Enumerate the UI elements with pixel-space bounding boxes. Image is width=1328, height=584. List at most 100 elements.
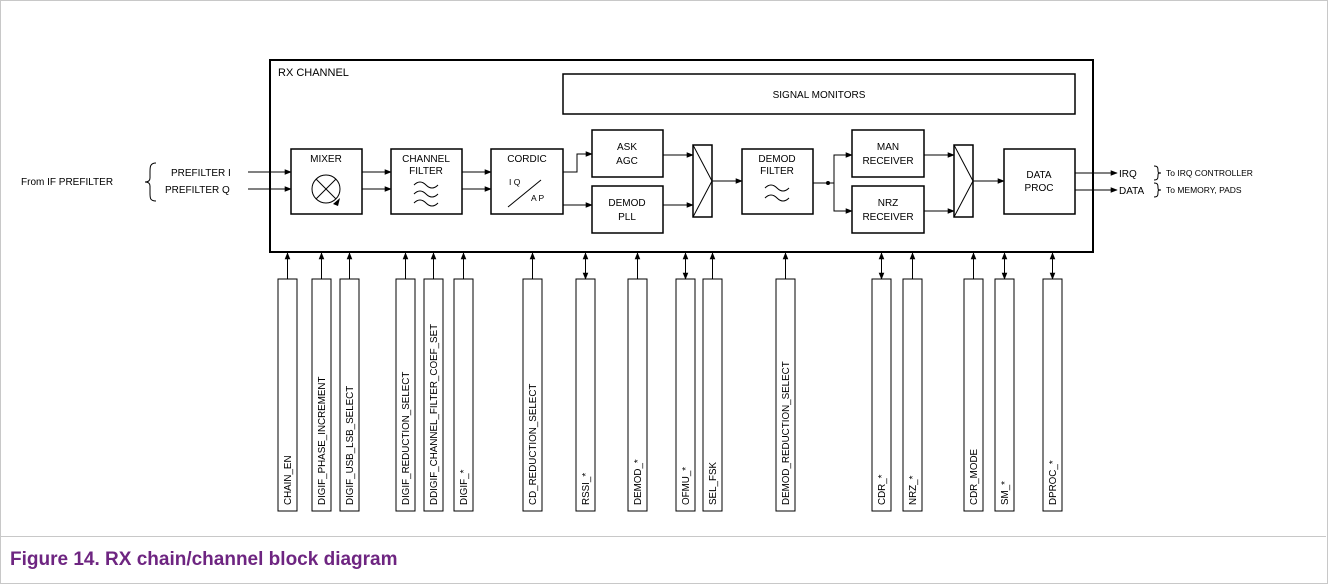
register-cdr: CDR_* [871, 252, 892, 512]
register-digif-usb-lsb-select: DIGIF_USB_LSB_SELECT [339, 252, 360, 512]
arrow-split-man [828, 152, 853, 184]
cordic-iq-label: I Q [509, 177, 521, 187]
register-sel-fsk: SEL_FSK [702, 252, 723, 512]
output-irq-label: IRQ [1119, 169, 1137, 180]
data-proc-block [1003, 148, 1076, 215]
register-label: OFMU_* [681, 467, 692, 505]
channel-filter-label-1: CHANNEL [402, 154, 450, 165]
signal-monitors-block [562, 73, 1076, 115]
register-label: DIGIF_PHASE_INCREMENT [317, 377, 328, 505]
channel-filter-label-2: FILTER [409, 166, 443, 177]
input-prefilter-q: PREFILTER Q [165, 185, 230, 196]
cordic-divider [507, 179, 542, 208]
register-label: DDIGIF_CHANNEL_FILTER_COEF_SET [429, 324, 440, 505]
output-data-destination: To MEMORY, PADS [1166, 185, 1242, 195]
rx-chain-diagram: RX CHANNEL SIGNAL MONITORS From IF PREFI… [21, 59, 1253, 512]
register-label: DIGIF_REDUCTION_SELECT [401, 372, 412, 505]
register-label: SEL_FSK [708, 462, 719, 505]
register-label: CHAIN_EN [283, 455, 294, 505]
mux-2 [953, 144, 974, 218]
demod-pll-block [591, 185, 664, 234]
demod-pll-label-2: PLL [618, 212, 636, 223]
register-box [453, 278, 474, 512]
demod-filter-label-1: DEMOD [758, 154, 795, 165]
register-box [339, 278, 360, 512]
arrow-cordic-agc [563, 151, 593, 173]
arrow-split-nrz [833, 183, 853, 214]
register-box [871, 278, 892, 512]
register-chain-en: CHAIN_EN [277, 252, 298, 512]
mux-1 [692, 144, 713, 218]
register-label: CD_REDUCTION_SELECT [528, 384, 539, 505]
nrz-receiver-block [851, 185, 925, 234]
register-dproc: DPROC_* [1042, 252, 1063, 512]
register-sm: SM_* [994, 252, 1015, 512]
demod-filter-block [741, 148, 814, 215]
register-box [311, 278, 332, 512]
register-box [675, 278, 696, 512]
register-box [522, 278, 543, 512]
filter-symbol-icon [764, 184, 790, 202]
man-receiver-label-1: MAN [877, 142, 899, 153]
register-digif-phase-increment: DIGIF_PHASE_INCREMENT [311, 252, 332, 512]
register-ddigif-channel-filter-coef-set: DDIGIF_CHANNEL_FILTER_COEF_SET [423, 252, 444, 512]
register-cd-reduction-select: CD_REDUCTION_SELECT [522, 252, 543, 512]
demod-filter-label-2: FILTER [760, 166, 794, 177]
output-brace-data [1153, 182, 1162, 198]
register-nrz: NRZ_* [902, 252, 923, 512]
mixer-symbol-icon [311, 174, 341, 206]
register-label: CDR_MODE [969, 448, 980, 505]
register-box [423, 278, 444, 512]
output-data-label: DATA [1119, 186, 1145, 197]
cordic-label: CORDIC [507, 154, 546, 165]
data-proc-label-1: DATA [1026, 170, 1052, 181]
demod-pll-label-1: DEMOD [608, 198, 645, 209]
ask-agc-block [591, 129, 664, 178]
register-box [627, 278, 648, 512]
register-box [902, 278, 923, 512]
ask-agc-label-1: ASK [617, 142, 637, 153]
register-box [775, 278, 796, 512]
register-box [702, 278, 723, 512]
register-rssi: RSSI_* [575, 252, 596, 512]
input-brace [144, 162, 157, 202]
register-label: DEMOD_* [633, 459, 644, 505]
register-label: DIGIF_USB_LSB_SELECT [345, 386, 356, 505]
register-demod-reduction-select: DEMOD_REDUCTION_SELECT [775, 252, 796, 512]
caption-bar: Figure 14. RX chain/channel block diagra… [0, 536, 1326, 583]
register-box [395, 278, 416, 512]
man-receiver-label-2: RECEIVER [862, 156, 913, 167]
cordic-ap-label: A P [531, 193, 545, 203]
cordic-block [490, 148, 564, 215]
register-box [963, 278, 984, 512]
signal-monitors-label: SIGNAL MONITORS [773, 90, 866, 101]
register-box [1042, 278, 1063, 512]
output-brace-irq [1153, 165, 1162, 181]
register-demod: DEMOD_* [627, 252, 648, 512]
register-digif-reduction-select: DIGIF_REDUCTION_SELECT [395, 252, 416, 512]
nrz-receiver-label-2: RECEIVER [862, 212, 913, 223]
data-proc-label-2: PROC [1025, 183, 1054, 194]
register-box [277, 278, 298, 512]
rx-channel-title: RX CHANNEL [278, 67, 349, 79]
input-prefilter-i: PREFILTER I [171, 168, 231, 179]
ask-agc-label-2: AGC [616, 156, 638, 167]
register-label: SM_* [1000, 481, 1011, 505]
register-label: RSSI_* [581, 473, 592, 505]
register-label: DPROC_* [1048, 460, 1059, 505]
register-box [575, 278, 596, 512]
mixer-label: MIXER [310, 154, 342, 165]
register-columns: CHAIN_EN DIGIF_PHASE_INCREMENT DIGIF_USB_L… [277, 252, 1063, 512]
register-label: CDR_* [877, 474, 888, 505]
input-source-label: From IF PREFILTER [21, 177, 113, 188]
register-cdr-mode: CDR_MODE [963, 252, 984, 512]
register-ofmu: OFMU_* [675, 252, 696, 512]
output-irq-destination: To IRQ CONTROLLER [1166, 168, 1253, 178]
register-label: DIGIF_* [459, 469, 470, 505]
nrz-receiver-label-1: NRZ [878, 198, 899, 209]
filter-symbol-icon [413, 181, 439, 207]
figure-caption: Figure 14. RX chain/channel block diagra… [10, 549, 398, 570]
register-label: NRZ_* [908, 475, 919, 505]
register-digif: DIGIF_* [453, 252, 474, 512]
register-box [994, 278, 1015, 512]
